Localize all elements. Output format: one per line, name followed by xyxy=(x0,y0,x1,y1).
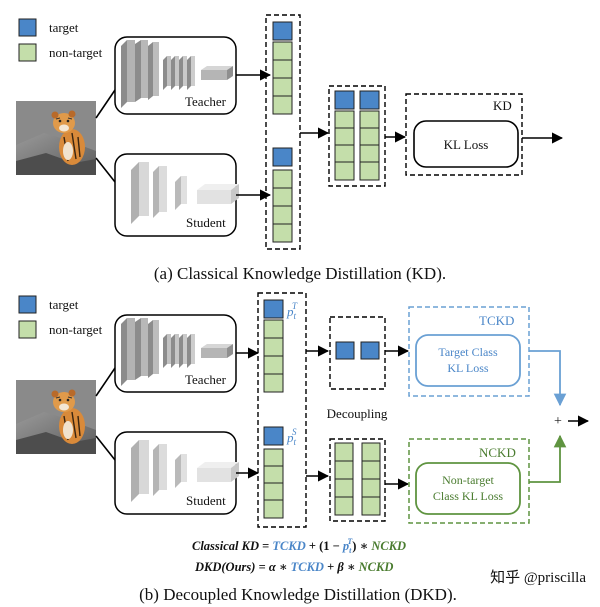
legend-non-target-label-b: non-target xyxy=(49,322,103,337)
legend-non-target-swatch xyxy=(18,43,37,62)
nckd-dashed-box xyxy=(408,438,530,524)
tckd-to-sum-arrow xyxy=(529,350,567,407)
formula-classical-kd: Classical KD = TCKD + (1 − ptT) ∗ NCKD xyxy=(192,537,406,555)
legend-non-target-label: non-target xyxy=(49,45,103,60)
input-to-teacher-line-a xyxy=(95,89,116,119)
student-label-a: Student xyxy=(186,215,226,230)
decoupling-label: Decoupling xyxy=(327,406,388,421)
student-logits-a xyxy=(272,147,293,243)
target-pair-logits xyxy=(335,341,380,360)
legend-target-label: target xyxy=(49,20,79,35)
tckd-loss-line2: KL Loss xyxy=(447,361,489,375)
legend-target-label-b: target xyxy=(49,297,79,312)
tckd-loss-line1: Target Class xyxy=(438,345,498,359)
student-label-b: Student xyxy=(186,493,226,508)
tiger-image-a xyxy=(15,100,97,176)
kl-loss-box xyxy=(413,120,519,168)
panel-b: target non-target Teacher Student ptT xyxy=(15,292,590,604)
nontarget-pair-logits xyxy=(334,442,381,516)
input-to-teacher-line-b xyxy=(95,367,116,397)
nontarget-pair-dashed-box xyxy=(329,438,386,522)
legend-target-swatch-b xyxy=(18,295,37,314)
legend-a: target non-target xyxy=(18,18,103,62)
kl-loss-label: KL Loss xyxy=(444,137,489,152)
logits-dashed-box-a xyxy=(265,14,301,250)
paired-logits-dashed-box-a xyxy=(328,85,386,187)
sum-plus-sign: + xyxy=(554,414,562,429)
logits-dashed-box-b xyxy=(257,292,307,528)
teacher-logits-a xyxy=(272,21,293,115)
nckd-loss-line1: Non-target xyxy=(442,473,494,487)
p-student-label: ptS xyxy=(286,427,297,447)
student-logits-b xyxy=(263,426,284,519)
teacher-label-a: Teacher xyxy=(185,94,227,109)
paired-logits-a xyxy=(334,90,380,181)
legend-non-target-swatch-b xyxy=(18,320,37,339)
kd-tag: KD xyxy=(493,98,512,113)
p-teacher-label: ptT xyxy=(286,301,298,321)
nckd-loss-line2: Class KL Loss xyxy=(433,489,504,503)
tckd-tag: TCKD xyxy=(479,313,514,328)
target-pair-dashed-box xyxy=(329,316,386,390)
teacher-label-b: Teacher xyxy=(185,372,227,387)
watermark: 知乎 @priscilla xyxy=(490,569,586,586)
tiger-image-b xyxy=(15,379,97,455)
legend-target-swatch xyxy=(18,18,37,37)
formula-dkd: DKD(Ours) = α ∗ TCKD + β ∗ NCKD xyxy=(194,560,393,574)
nckd-tag: NCKD xyxy=(479,445,516,460)
input-to-student-line-b xyxy=(95,435,116,461)
caption-b: (b) Decoupled Knowledge Distillation (DK… xyxy=(139,585,457,604)
kd-dashed-box xyxy=(405,93,523,176)
nckd-loss-box xyxy=(415,462,521,515)
teacher-logits-b xyxy=(263,299,284,393)
tckd-loss-box xyxy=(415,334,521,387)
panel-a: target non-target Teacher Student xyxy=(15,14,564,283)
caption-a: (a) Classical Knowledge Distillation (KD… xyxy=(154,264,446,283)
legend-b: target non-target xyxy=(18,295,103,339)
nckd-to-sum-arrow xyxy=(529,434,567,483)
input-to-student-line-a xyxy=(95,157,116,183)
